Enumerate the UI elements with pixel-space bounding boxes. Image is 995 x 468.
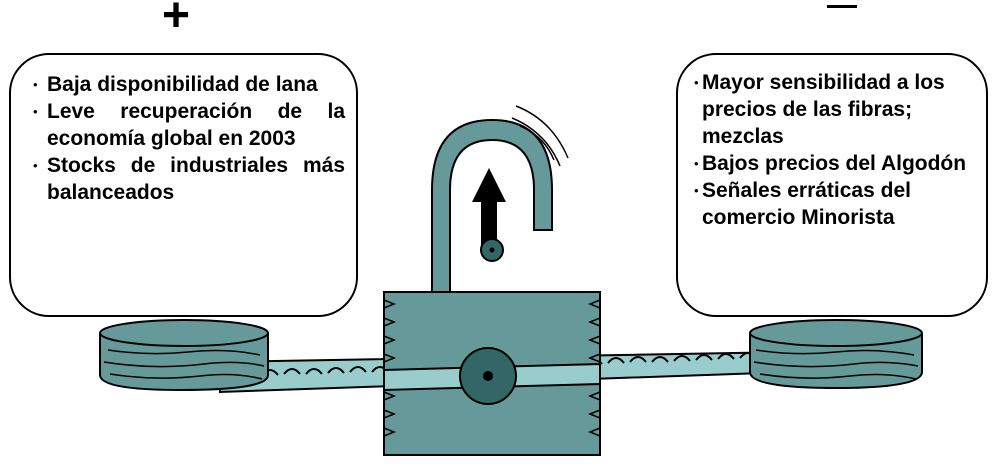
left-pan (99, 319, 269, 392)
motion-lines (511, 105, 569, 167)
negative-sign (827, 5, 857, 8)
positive-factors-box: Baja disponibilidad de lana Leve recuper… (9, 53, 358, 317)
negative-factors-list: Mayor sensibilidad a los precios de las … (694, 69, 986, 231)
positive-factors-list: Baja disponibilidad de lana Leve recuper… (33, 71, 345, 206)
list-item: Leve recuperación de la economía global … (33, 98, 345, 152)
right-pan (749, 319, 923, 390)
list-item: Stocks de industriales más balanceados (33, 152, 345, 206)
list-item: Bajos precios del Algodón (694, 150, 986, 177)
positive-sign: + (162, 0, 191, 42)
list-item: Baja disponibilidad de lana (33, 71, 345, 98)
padlock-shackle (431, 118, 553, 293)
pivot-bolt-icon (459, 347, 517, 405)
list-item: Mayor sensibilidad a los precios de las … (694, 69, 986, 150)
negative-factors-box: Mayor sensibilidad a los precios de las … (676, 53, 988, 317)
list-item: Señales erráticas del comercio Minorista (694, 177, 986, 231)
shackle-bolt-icon (480, 238, 504, 262)
up-arrow-icon (472, 168, 506, 250)
